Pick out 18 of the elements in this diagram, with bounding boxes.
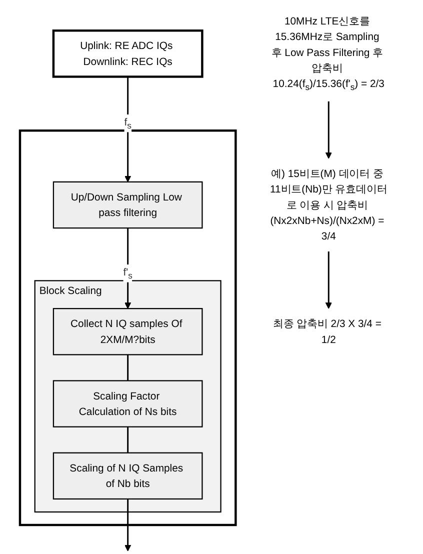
arrow — [325, 251, 332, 309]
edge-label: f$_{s}$ — [124, 116, 132, 131]
arrow — [325, 101, 332, 159]
connector — [127, 354, 129, 381]
node-box: Uplink: RE ADC IQs Downlink: REC IQs — [52, 30, 204, 78]
cluster — [18, 129, 237, 526]
node-box: Scaling of N IQ Samples of Nb bits — [52, 452, 203, 500]
arrow — [124, 498, 132, 552]
node-text: 최종 압축비 2/3 X 3/4 = 1/2 — [272, 317, 382, 346]
node-box: Up/Down Sampling Low pass filtering — [52, 181, 203, 229]
edge-label: f'$_{s}$ — [123, 266, 132, 281]
node-text: 예) 15비트(M) 데이터 중 11비트(Nb)만 유효데이터로 이용 시 압축비 (Nx2xNb+Ns)/(Nx2xM) = 3/4 — [270, 167, 388, 242]
node-box: Scaling Factor Calculation of Ns bits — [52, 380, 203, 428]
connector — [127, 426, 129, 453]
arrow — [124, 76, 132, 182]
arrow — [124, 228, 132, 309]
node-text: 10MHz LTE신호를 15.36MHz로 Sampling 후 Low Pass Filtering 후 압축비 10.24(f$_{s}$)/15.36(f'$_{s}$) = 2/3 — [271, 14, 384, 92]
node-box: Collect N IQ samples Of 2XM/M?bits — [52, 308, 203, 356]
